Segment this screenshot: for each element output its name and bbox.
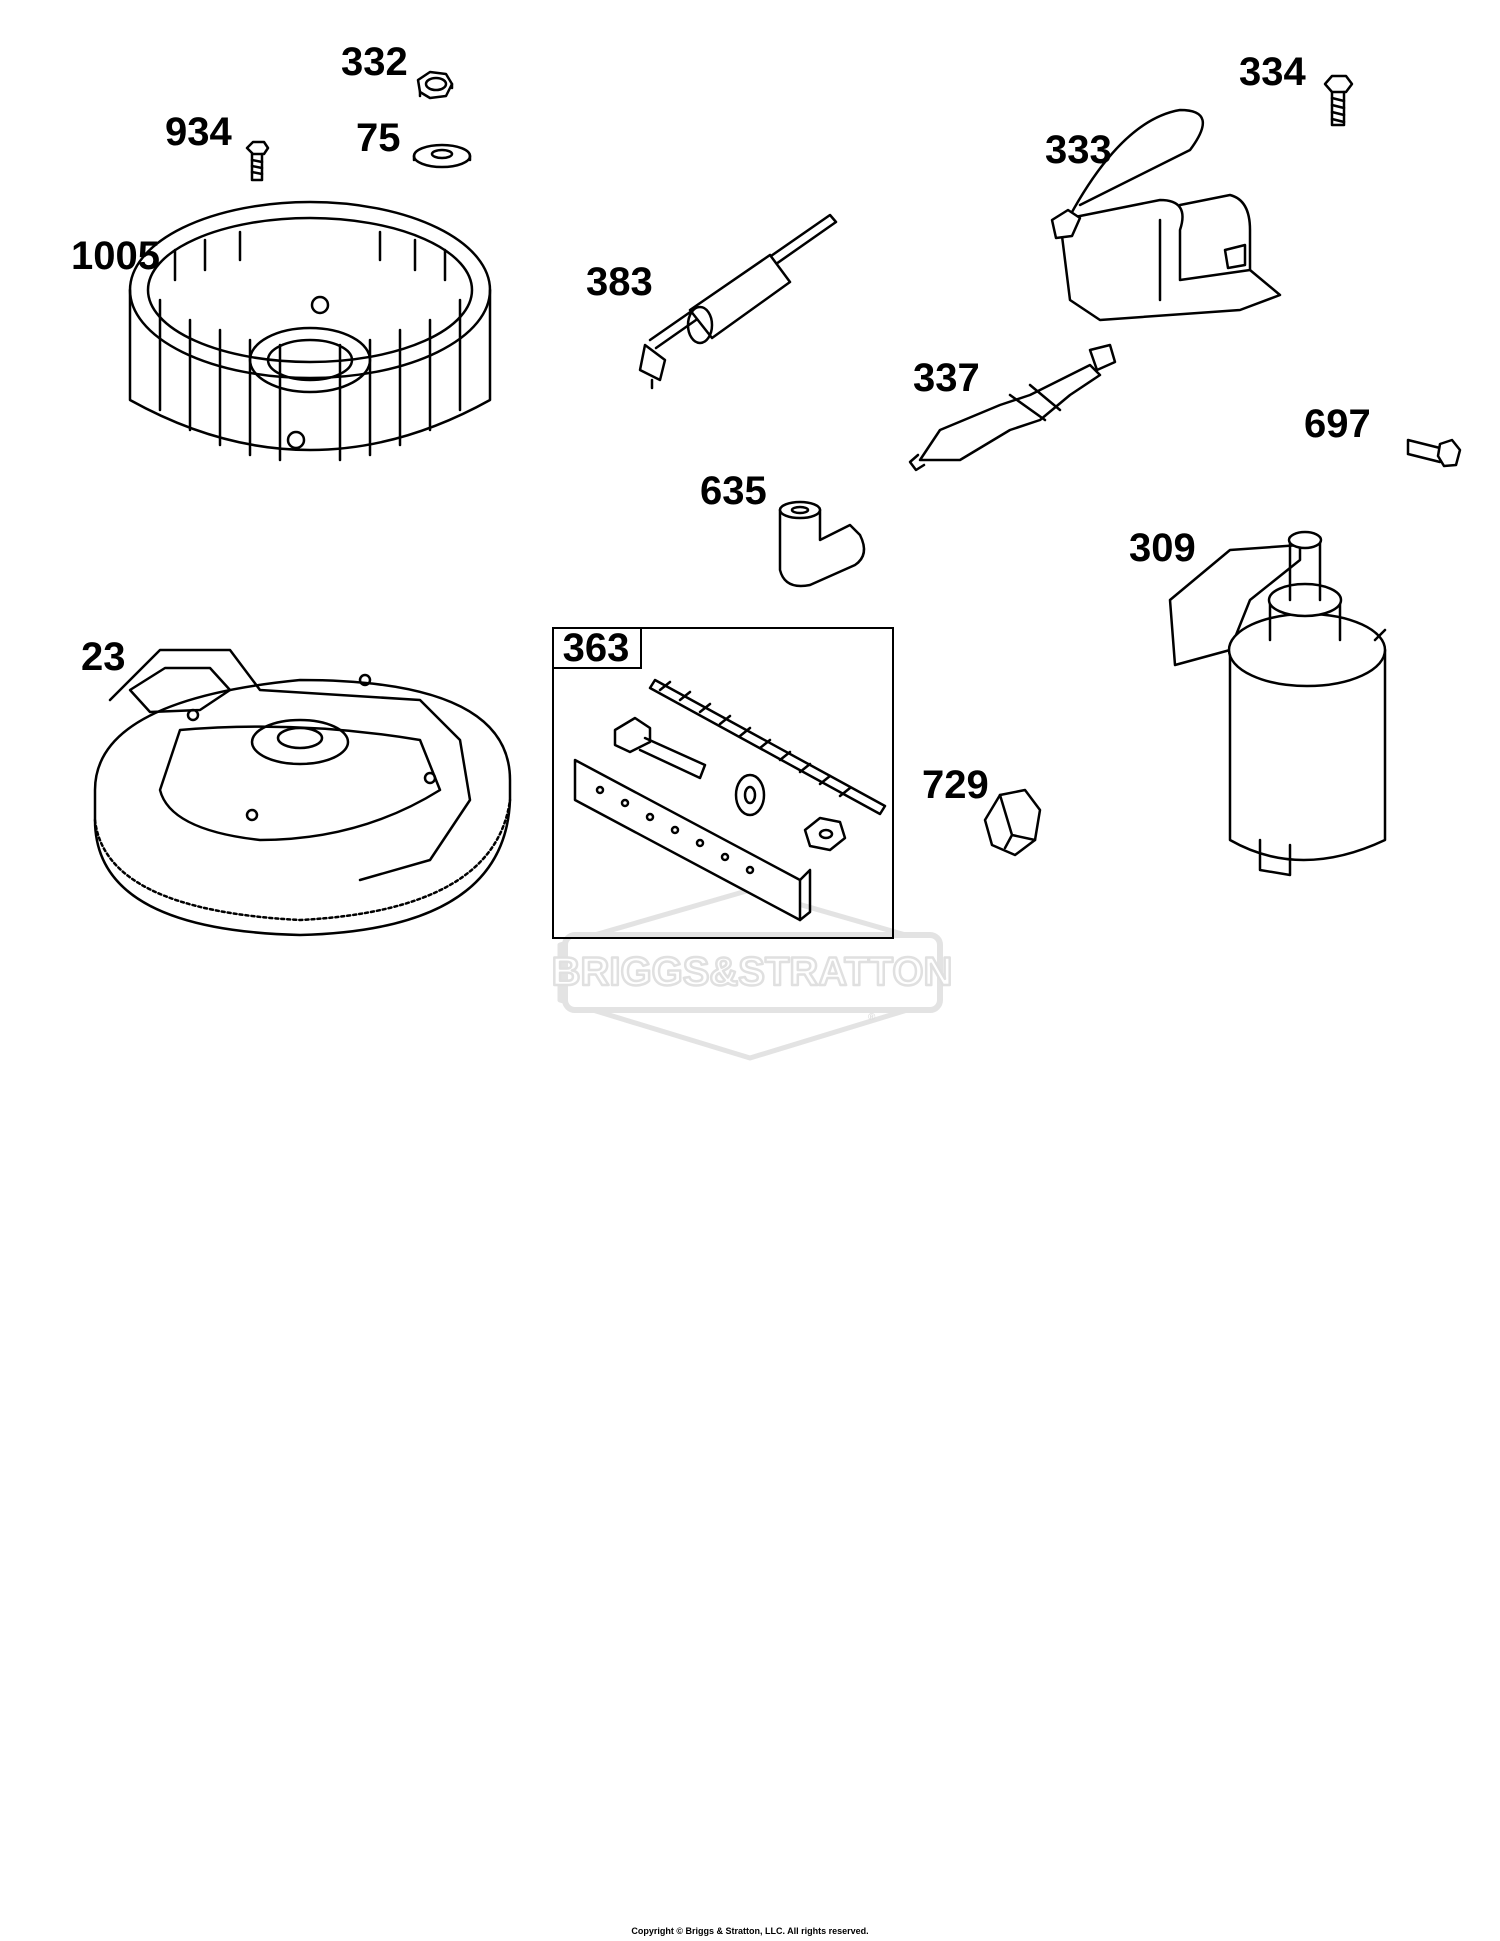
part-363-kit-contents[interactable] bbox=[573, 678, 887, 922]
part-1005-fan[interactable] bbox=[128, 200, 492, 462]
callout-383[interactable]: 383 bbox=[586, 260, 653, 304]
callout-23[interactable]: 23 bbox=[81, 635, 126, 679]
part-635-spark-plug-boot[interactable] bbox=[778, 500, 866, 588]
part-729-clip[interactable] bbox=[983, 788, 1042, 857]
callout-309[interactable]: 309 bbox=[1129, 526, 1196, 570]
callout-729[interactable]: 729 bbox=[922, 763, 989, 807]
part-934-screw[interactable] bbox=[245, 140, 270, 182]
watermark-text: BRIGGS&STRATTON bbox=[552, 950, 953, 994]
part-309-starter-motor[interactable] bbox=[1168, 530, 1387, 877]
part-697-screw[interactable] bbox=[1406, 438, 1462, 468]
part-337-spark-plug[interactable] bbox=[908, 343, 1117, 472]
kit-363-box bbox=[552, 627, 894, 939]
part-23-flywheel[interactable] bbox=[93, 648, 512, 937]
part-75-washer[interactable] bbox=[412, 143, 472, 169]
copyright-footer: Copyright © Briggs & Stratton, LLC. All … bbox=[631, 1926, 869, 1936]
callout-697[interactable]: 697 bbox=[1304, 402, 1371, 446]
watermark-registered-mark: ® bbox=[868, 1012, 876, 1023]
callout-337[interactable]: 337 bbox=[913, 356, 980, 400]
callout-332[interactable]: 332 bbox=[341, 40, 408, 84]
callout-333[interactable]: 333 bbox=[1045, 128, 1112, 172]
callout-635[interactable]: 635 bbox=[700, 469, 767, 513]
part-383-tool[interactable] bbox=[638, 213, 838, 390]
callout-75[interactable]: 75 bbox=[356, 116, 401, 160]
part-332-nut[interactable] bbox=[416, 70, 454, 100]
part-333-ignition-coil[interactable] bbox=[1050, 108, 1282, 322]
callout-1005[interactable]: 1005 bbox=[71, 234, 160, 278]
callout-363[interactable]: 363 bbox=[552, 627, 642, 669]
callout-934[interactable]: 934 bbox=[165, 110, 232, 154]
briggs-stratton-watermark bbox=[557, 887, 943, 1061]
callout-334[interactable]: 334 bbox=[1239, 50, 1306, 94]
part-334-screw[interactable] bbox=[1323, 74, 1354, 127]
